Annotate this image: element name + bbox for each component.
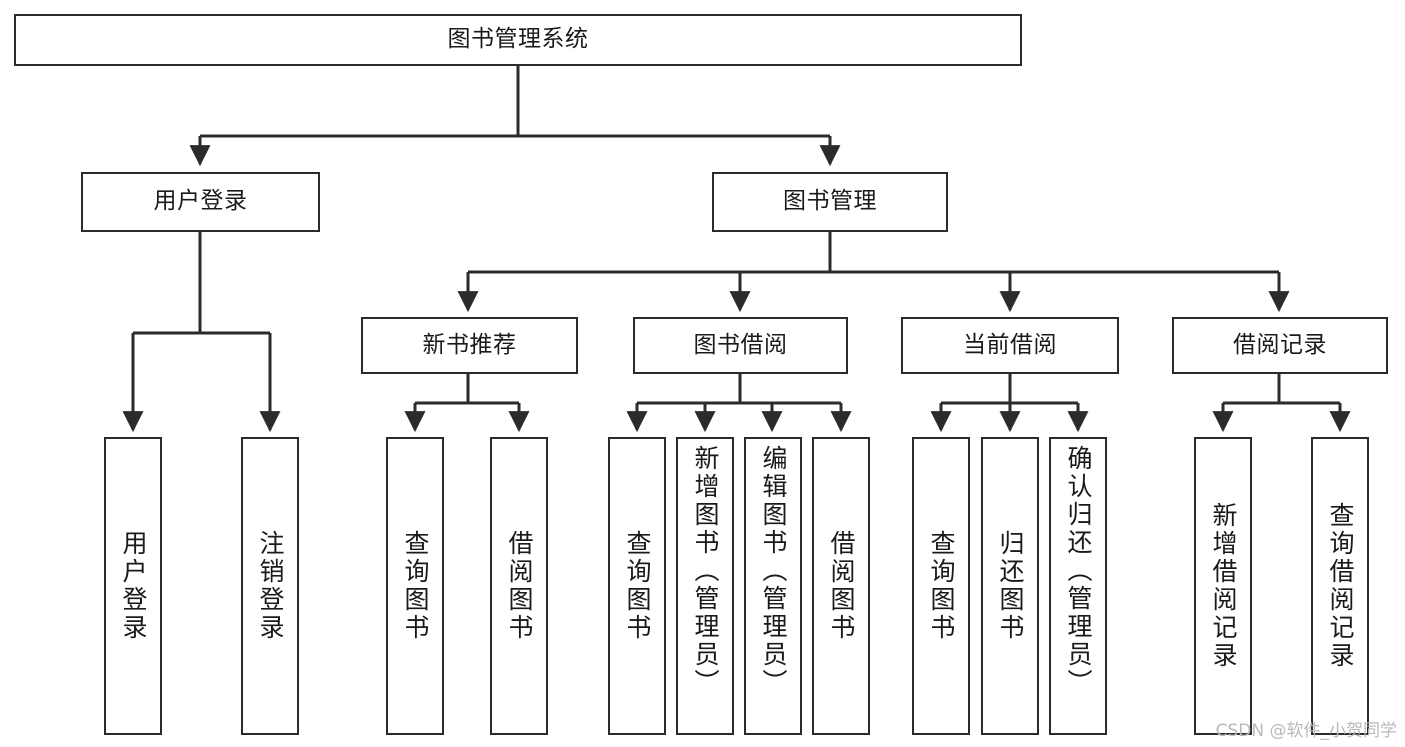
node-user-login-label: 用户登录 xyxy=(153,188,248,215)
leaf-query-book-3[interactable]: 查询图书 xyxy=(912,437,970,735)
leaf-borrow-book-2-label: 借阅图书 xyxy=(827,530,856,642)
leaf-logout-label: 注销登录 xyxy=(256,530,285,642)
leaf-add-book-label: 新增图书（管理员） xyxy=(691,445,720,697)
leaf-user-login[interactable]: 用户登录 xyxy=(104,437,162,735)
csdn-watermark: CSDN @软件_小贺同学 xyxy=(1215,721,1397,741)
leaf-borrow-book-1-label: 借阅图书 xyxy=(505,530,534,642)
node-root-label: 图书管理系统 xyxy=(447,26,589,53)
node-new-book-recommend-label: 新书推荐 xyxy=(422,331,517,358)
node-book-borrow[interactable]: 图书借阅 xyxy=(633,317,848,374)
node-current-borrow-label: 当前借阅 xyxy=(963,331,1057,358)
node-new-book-recommend[interactable]: 新书推荐 xyxy=(361,317,578,374)
node-user-login[interactable]: 用户登录 xyxy=(81,172,320,232)
leaf-borrow-book-1[interactable]: 借阅图书 xyxy=(490,437,548,735)
leaf-edit-book-label: 编辑图书（管理员） xyxy=(759,445,788,697)
leaf-query-book-1[interactable]: 查询图书 xyxy=(386,437,444,735)
node-book-manage[interactable]: 图书管理 xyxy=(712,172,948,232)
node-current-borrow[interactable]: 当前借阅 xyxy=(901,317,1119,374)
leaf-user-login-label: 用户登录 xyxy=(119,530,148,642)
leaf-query-book-3-label: 查询图书 xyxy=(927,530,956,642)
leaf-confirm-return[interactable]: 确认归还（管理员） xyxy=(1049,437,1107,735)
node-book-borrow-label: 图书借阅 xyxy=(693,331,788,358)
node-borrow-record-label: 借阅记录 xyxy=(1233,331,1327,358)
leaf-return-book-label: 归还图书 xyxy=(996,530,1025,642)
node-borrow-record[interactable]: 借阅记录 xyxy=(1172,317,1388,374)
leaf-return-book[interactable]: 归还图书 xyxy=(981,437,1039,735)
leaf-borrow-book-2[interactable]: 借阅图书 xyxy=(812,437,870,735)
node-root[interactable]: 图书管理系统 xyxy=(14,14,1022,66)
leaf-add-book[interactable]: 新增图书（管理员） xyxy=(676,437,734,735)
leaf-add-record-label: 新增借阅记录 xyxy=(1209,502,1238,670)
leaf-query-record-label: 查询借阅记录 xyxy=(1326,502,1355,670)
leaf-query-book-2[interactable]: 查询图书 xyxy=(608,437,666,735)
leaf-add-record[interactable]: 新增借阅记录 xyxy=(1194,437,1252,735)
leaf-confirm-return-label: 确认归还（管理员） xyxy=(1064,445,1093,697)
leaf-query-book-2-label: 查询图书 xyxy=(623,530,652,642)
leaf-query-record[interactable]: 查询借阅记录 xyxy=(1311,437,1369,735)
leaf-query-book-1-label: 查询图书 xyxy=(401,530,430,642)
node-book-manage-label: 图书管理 xyxy=(783,188,877,215)
leaf-logout[interactable]: 注销登录 xyxy=(241,437,299,735)
leaf-edit-book[interactable]: 编辑图书（管理员） xyxy=(744,437,802,735)
